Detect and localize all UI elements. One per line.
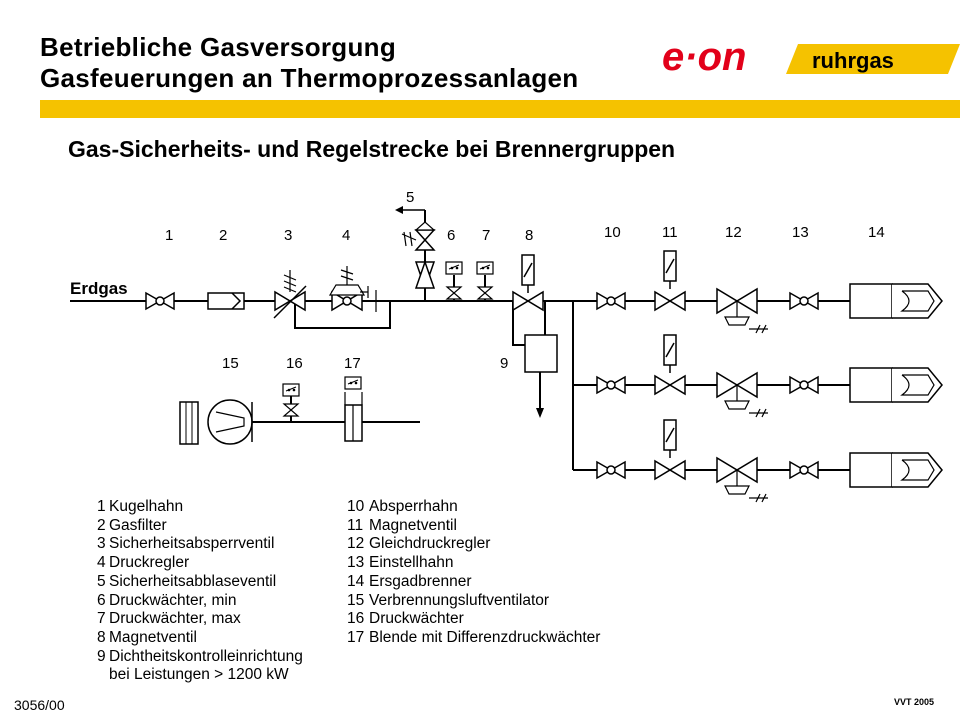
label-12: 12 — [725, 224, 742, 241]
solenoid-valve-11 — [654, 419, 686, 480]
label-13: 13 — [792, 224, 809, 241]
label-1: 1 — [165, 227, 173, 244]
shutoff-valve-10 — [596, 376, 626, 394]
burner-14 — [849, 283, 943, 319]
legend-item-continuation: bei Leistungen > 1200 kW — [109, 666, 289, 684]
burner-branch — [596, 250, 943, 334]
label-10: 10 — [604, 224, 621, 241]
ruhrgas-logo-bar — [786, 44, 960, 74]
solenoid-valve-11 — [654, 334, 686, 395]
burner-14 — [849, 452, 943, 488]
label-14: 14 — [868, 224, 885, 241]
solenoid-valve-11 — [654, 250, 686, 311]
pressure-regulator-12 — [716, 287, 768, 334]
pressure-switch-min-6 — [445, 261, 463, 300]
inlet-label: Erdgas — [70, 279, 128, 298]
diff-pressure-switch-17 — [344, 376, 362, 390]
adjusting-valve-13 — [789, 461, 819, 479]
burner-branch — [596, 419, 943, 503]
title-line-1: Betriebliche Gasversorgung — [40, 32, 397, 62]
label-9: 9 — [500, 355, 508, 372]
combustion-air-line — [179, 376, 420, 445]
shutoff-valve-10 — [596, 461, 626, 479]
title-line-2: Gasfeuerungen an Thermoprozessanlagen — [40, 63, 579, 93]
label-5: 5 — [406, 189, 414, 206]
solenoid-valve-8 — [512, 254, 544, 311]
label-17: 17 — [344, 355, 361, 372]
burner-branch — [596, 334, 943, 418]
eon-ruhrgas-logo: e·on ruhrgas — [662, 36, 960, 79]
label-15: 15 — [222, 355, 239, 372]
pressure-switch-16 — [282, 383, 300, 397]
ball-valve-1 — [145, 292, 175, 310]
combustion-air-fan-15 — [207, 399, 253, 445]
label-7: 7 — [482, 227, 490, 244]
pressure-regulator-4 — [328, 266, 377, 312]
safety-shutoff-valve-3 — [273, 270, 307, 319]
ruhrgas-logo-text: ruhrgas — [812, 48, 894, 73]
adjusting-valve-13 — [789, 292, 819, 310]
label-11: 11 — [662, 224, 678, 241]
label-16: 16 — [286, 355, 303, 372]
footer-source: VVT 2005 — [893, 697, 934, 707]
pressure-regulator-12 — [716, 456, 768, 503]
gas-filter-2 — [207, 292, 245, 310]
page-title: Betriebliche Gasversorgung Gasfeuerungen… — [40, 32, 578, 94]
label-8: 8 — [525, 227, 533, 244]
document-number: 3056/00 — [14, 697, 65, 713]
tightness-control-9 — [524, 334, 558, 373]
label-3: 3 — [284, 227, 292, 244]
pressure-switch-max-7 — [476, 261, 494, 300]
label-6: 6 — [447, 227, 455, 244]
air-intake-15a — [179, 401, 199, 445]
eon-logo-text: e·on — [662, 36, 746, 79]
safety-blowoff-valve-5 — [401, 221, 436, 291]
header-accent-bar — [40, 100, 960, 118]
adjusting-valve-13 — [789, 376, 819, 394]
burner-14 — [849, 367, 943, 403]
label-4: 4 — [342, 227, 350, 244]
label-2: 2 — [219, 227, 227, 244]
pressure-regulator-12 — [716, 371, 768, 418]
diagram-subtitle: Gas-Sicherheits- und Regelstrecke bei Br… — [68, 136, 676, 162]
shutoff-valve-10 — [596, 292, 626, 310]
